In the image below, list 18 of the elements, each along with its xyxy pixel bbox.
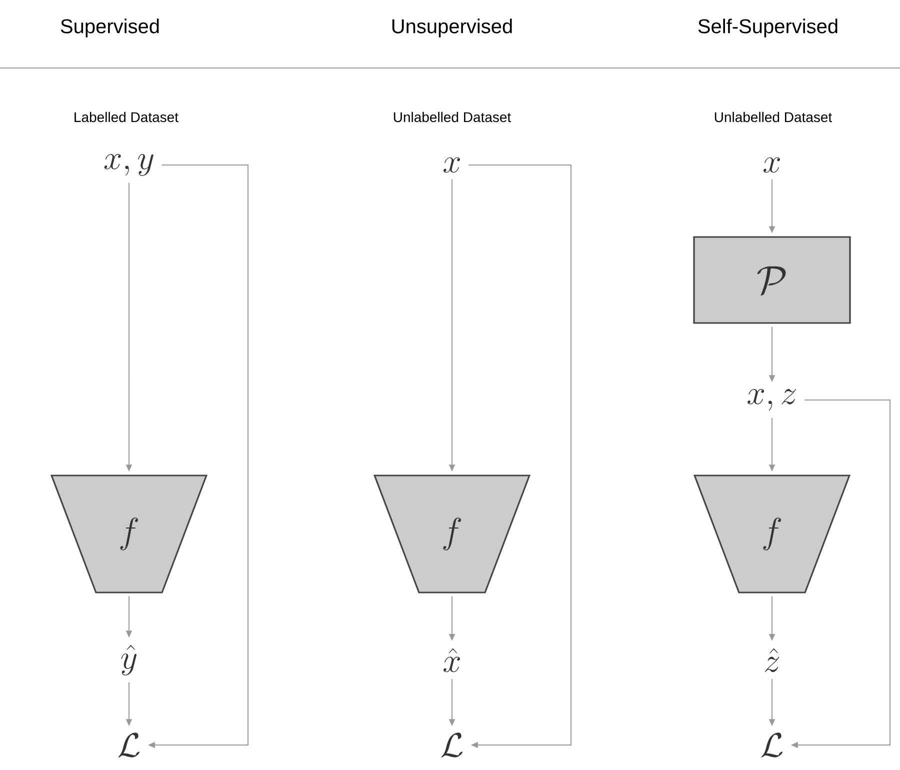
- math-symbol: $x$: [764, 157, 780, 173]
- column-heading: Unsupervised: [392, 18, 512, 38]
- math-symbol: $\mathcal{L}$: [118, 732, 140, 758]
- dataset-label: Labelled Dataset: [74, 112, 178, 122]
- process-box: $\mathcal{P}$: [693, 236, 851, 324]
- math-symbol: $\hat{x}$: [444, 648, 460, 672]
- column-heading: Supervised: [60, 18, 159, 38]
- math-symbol: $x$: [444, 157, 460, 173]
- math-symbol: $\mathcal{L}$: [441, 732, 463, 758]
- math-symbol: $\hat{z}$: [764, 648, 780, 672]
- arrow: [468, 164, 572, 748]
- math-symbol: $x, z$: [748, 389, 796, 411]
- math-symbol: $\mathcal{L}$: [761, 732, 783, 758]
- math-symbol: $x, y$: [104, 154, 154, 176]
- dataset-label: Unlabelled Dataset: [394, 112, 512, 122]
- math-symbol: $\hat{y}$: [121, 644, 137, 676]
- dataset-label: Unlabelled Dataset: [714, 112, 832, 122]
- column-heading: Self-Supervised: [698, 18, 838, 38]
